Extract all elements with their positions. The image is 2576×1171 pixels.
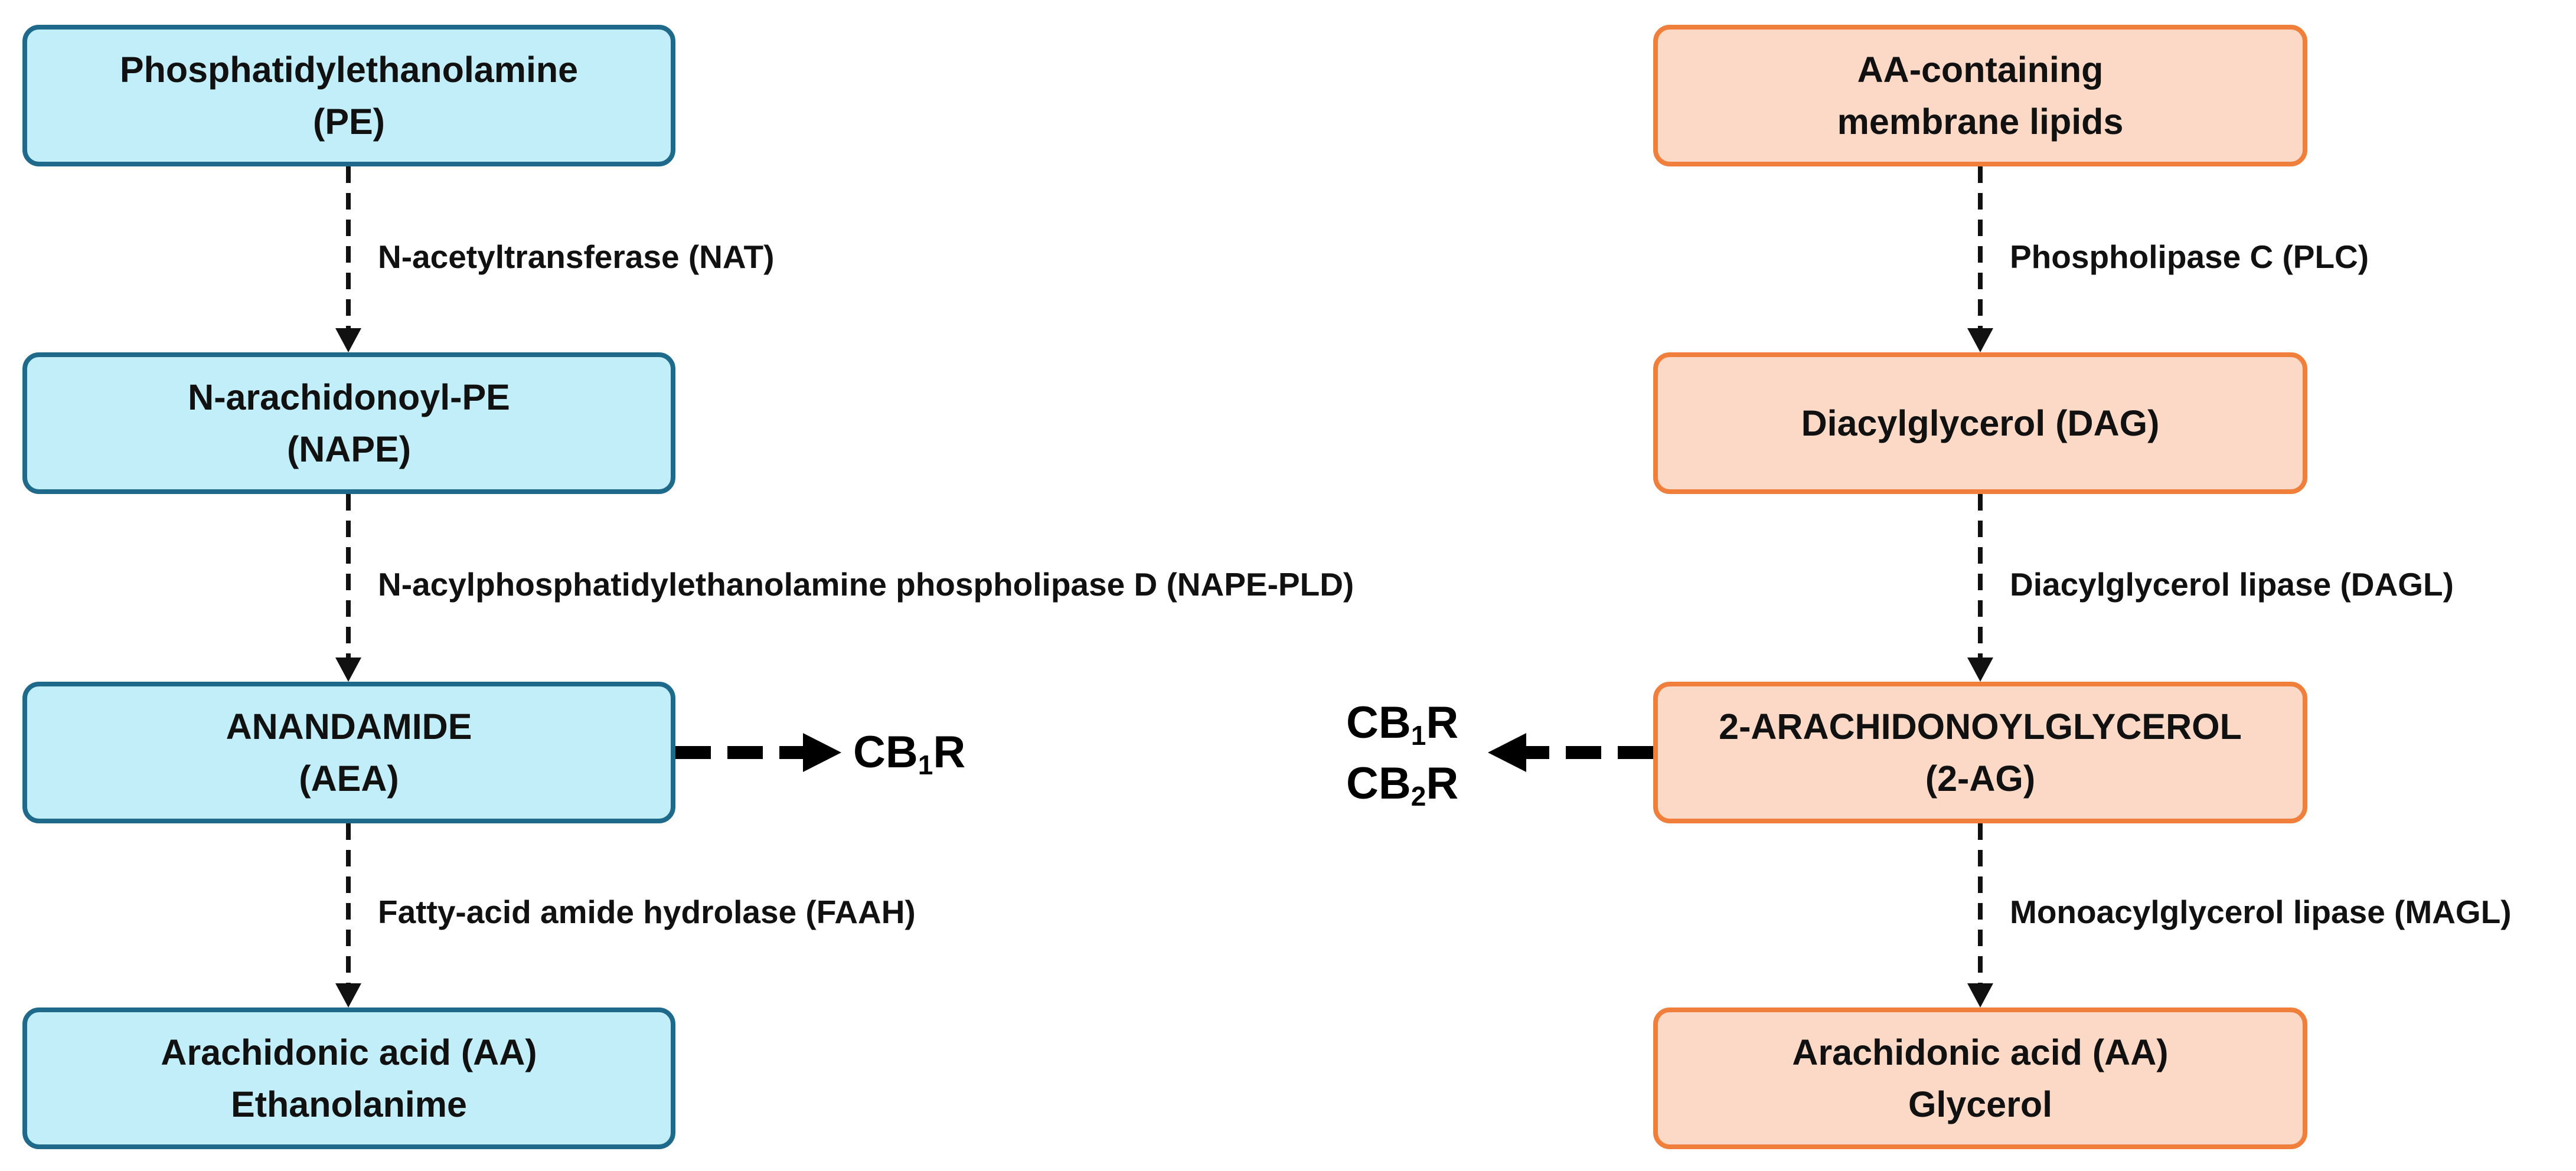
aa-ethanolamine-box: Arachidonic acid (AA) Ethanolanime — [22, 1008, 675, 1149]
nape-box-line2: (NAPE) — [286, 429, 412, 469]
dagl-enzyme-label: Diacylglycerol lipase (DAGL) — [2010, 566, 2454, 603]
left-arrow-3-head — [335, 983, 361, 1008]
receptor-subscript: 1 — [918, 750, 933, 780]
anandamide-box: ANANDAMIDE (AEA) — [22, 682, 675, 823]
receptor-name: CB — [853, 727, 918, 777]
receptor-name: CB — [1346, 758, 1411, 809]
2-ag-box-line2: (2-AG) — [1925, 758, 2036, 799]
receptor-name: CB — [1346, 698, 1411, 748]
magl-enzyme-label: Monoacylglycerol lipase (MAGL) — [2010, 894, 2512, 930]
pe-box-line2: (PE) — [313, 102, 385, 142]
right-arrow-2-head — [1967, 658, 1993, 682]
aea-to-cb1r-arrow-head — [803, 733, 841, 772]
dag-box-line1: Diacylglycerol (DAG) — [1801, 403, 2160, 443]
membrane-lipids-box-line2: membrane lipids — [1837, 102, 2124, 142]
2ag-receptor-cb2r: CB2R — [1346, 754, 1458, 813]
nape-box-line1: N-arachidonoyl-PE — [188, 377, 510, 417]
receptor-subscript: 2 — [1411, 781, 1426, 812]
receptor-suffix: R — [933, 727, 966, 777]
dag-box: Diacylglycerol (DAG) — [1653, 352, 2307, 494]
pe-box: Phosphatidylethanolamine (PE) — [22, 25, 675, 166]
aa-ethanolamine-box-line1: Arachidonic acid (AA) — [161, 1032, 537, 1072]
aa-glycerol-box-line1: Arachidonic acid (AA) — [1792, 1032, 2169, 1072]
2ag-to-cb-receptors-arrow-head — [1488, 733, 1526, 772]
faah-enzyme-label: Fatty-acid amide hydrolase (FAAH) — [378, 894, 916, 930]
aa-glycerol-box: Arachidonic acid (AA) Glycerol — [1653, 1008, 2307, 1149]
left-arrow-2-head — [335, 658, 361, 682]
aa-ethanolamine-box-line2: Ethanolanime — [231, 1084, 467, 1124]
aea-receptor-cb1r: CB1R — [853, 723, 965, 782]
nat-enzyme-label: N-acetyltransferase (NAT) — [378, 238, 775, 275]
right-arrow-3-head — [1967, 983, 1993, 1008]
membrane-lipids-box: AA-containing membrane lipids — [1653, 25, 2307, 166]
aa-glycerol-box-line2: Glycerol — [1908, 1084, 2053, 1124]
left-arrow-1-head — [335, 328, 361, 352]
2-ag-box-line1: 2-ARACHIDONOYLGLYCEROL — [1719, 706, 2242, 747]
right-arrow-1-head — [1967, 328, 1993, 352]
anandamide-box-line1: ANANDAMIDE — [226, 706, 472, 747]
receptor-suffix: R — [1426, 698, 1459, 748]
anandamide-box-line2: (AEA) — [299, 758, 399, 799]
nape-pld-enzyme-label: N-acylphosphatidylethanolamine phospholi… — [378, 566, 1354, 603]
pe-box-line1: Phosphatidylethanolamine — [119, 50, 579, 90]
2ag-receptor-cb1r: CB1R — [1346, 694, 1458, 753]
membrane-lipids-box-line1: AA-containing — [1857, 50, 2104, 90]
2-ag-box: 2-ARACHIDONOYLGLYCEROL (2-AG) — [1653, 682, 2307, 823]
plc-enzyme-label: Phospholipase C (PLC) — [2010, 238, 2369, 275]
receptor-suffix: R — [1426, 758, 1459, 809]
nape-box: N-arachidonoyl-PE (NAPE) — [22, 352, 675, 494]
receptor-subscript: 1 — [1411, 720, 1426, 751]
